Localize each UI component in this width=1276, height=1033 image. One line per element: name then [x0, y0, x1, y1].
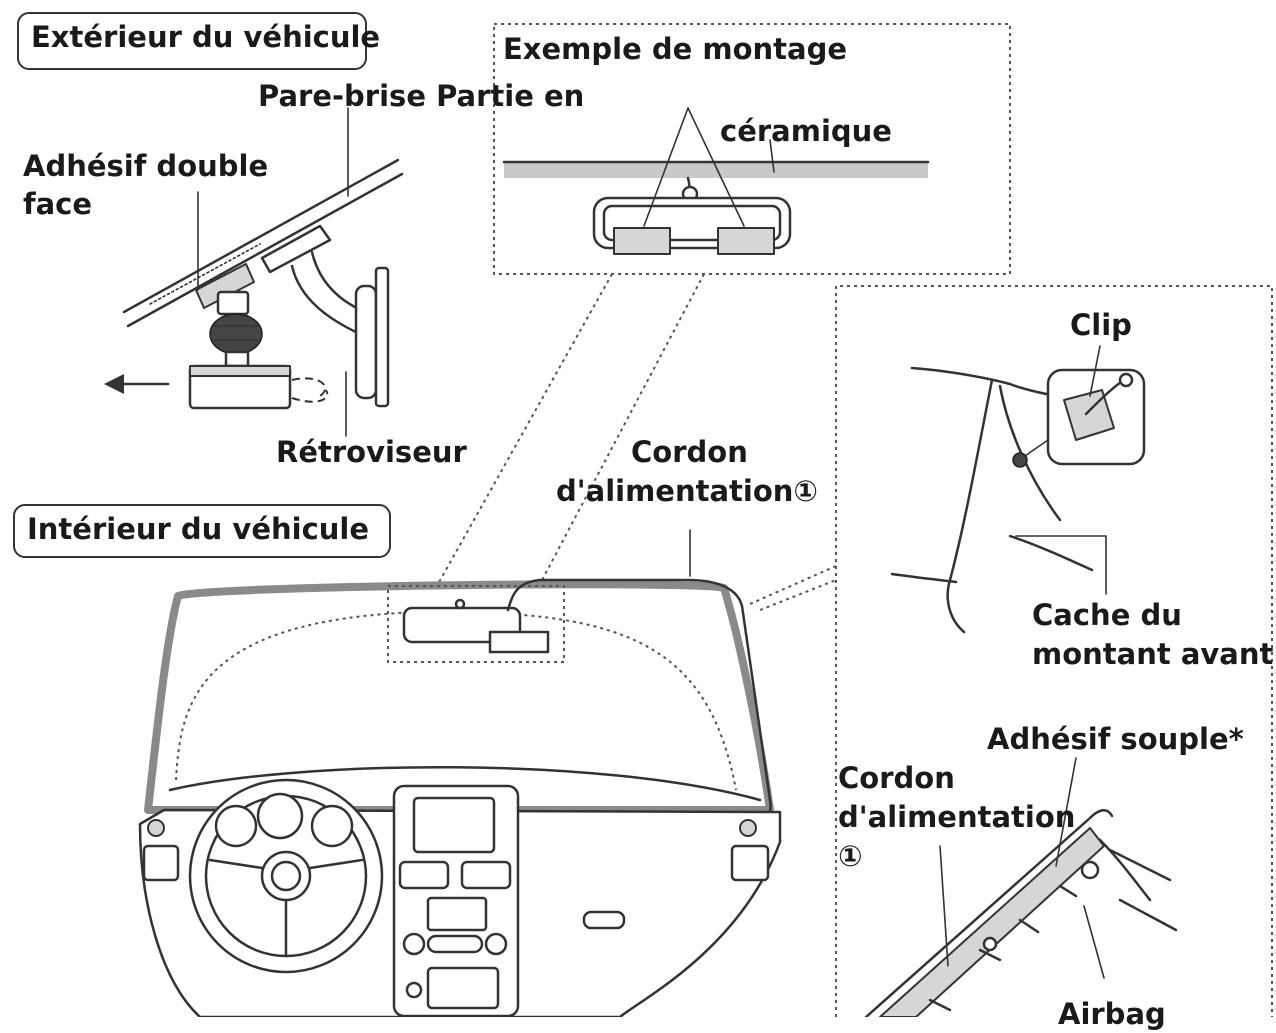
mount-bracket [216, 290, 250, 316]
gauge-center [256, 792, 304, 840]
exterior-title: Extérieur du véhicule [17, 12, 380, 70]
knob-left [402, 932, 426, 956]
mirror-label: Rétroviseur [276, 435, 467, 469]
airbag-label: Airbag [1058, 997, 1166, 1031]
mounting-example-label: Exemple de montage [503, 32, 848, 66]
mounting-example-inset [437, 23, 1011, 585]
windshield-glass [122, 158, 404, 328]
power-cord-top-label-line1: Cordon [631, 435, 748, 469]
gauge-left [214, 804, 258, 848]
center-vent-right [460, 860, 512, 890]
radio-panel [426, 896, 488, 932]
mount-knob [209, 313, 263, 355]
rearview-mirror [354, 284, 378, 400]
power-cord-top-label-line2: d'alimentation① [556, 474, 818, 508]
pillar-cover-label-line1: Cache du [1032, 598, 1182, 632]
pillar-inset-frame [835, 285, 1273, 1017]
windshield-label: Pare-brise Partie en [258, 79, 585, 113]
lower-pillar-trim [879, 827, 1105, 1017]
leader-soft-adhesive [1055, 757, 1077, 867]
leader-ceramic [643, 107, 745, 227]
glovebox-handle [582, 910, 626, 930]
vent-left [142, 844, 180, 882]
interior-title: Intérieur du véhicule [13, 504, 391, 558]
leader-power-cord-bottom [939, 845, 949, 967]
inset-pad-right [717, 227, 775, 255]
inset-pad-left [613, 227, 671, 255]
double-sided-label-line1: Adhésif double [23, 149, 269, 183]
clip [1063, 389, 1115, 441]
double-sided-label-line2: face [23, 187, 93, 221]
camera-small [488, 630, 550, 654]
center-vent-left [398, 860, 450, 890]
vent-right [730, 844, 770, 882]
clip-label: Clip [1070, 308, 1132, 342]
leader-pillar-cover [1015, 535, 1107, 595]
leader-airbag [1083, 905, 1105, 979]
leader-clip [1089, 345, 1101, 397]
windshield-frame [144, 580, 774, 814]
lower-console [426, 966, 500, 1010]
mirror-glass [374, 266, 390, 408]
exterior-side-view [104, 107, 404, 437]
mirror-base [260, 224, 332, 274]
pillar-inset [749, 285, 1273, 1017]
ceramic-label: céramique [720, 114, 892, 148]
gauge-right [310, 804, 354, 848]
power-cord-bottom-label-line3: ① [838, 839, 863, 873]
adhesive-pad [195, 263, 255, 309]
interior-dashboard [138, 529, 782, 1017]
power-cord-bottom-label-line2: d'alimentation [838, 800, 1076, 834]
pillar-cover-label-line2: montant avant [1032, 637, 1274, 671]
power-cord-bottom-label-line1: Cordon [838, 761, 955, 795]
knob-right [484, 932, 508, 956]
display-screen [412, 796, 496, 854]
inset-frame [493, 23, 1011, 275]
soft-adhesive-label: Adhésif souple* [987, 722, 1244, 756]
ceramic-strip [149, 243, 261, 305]
